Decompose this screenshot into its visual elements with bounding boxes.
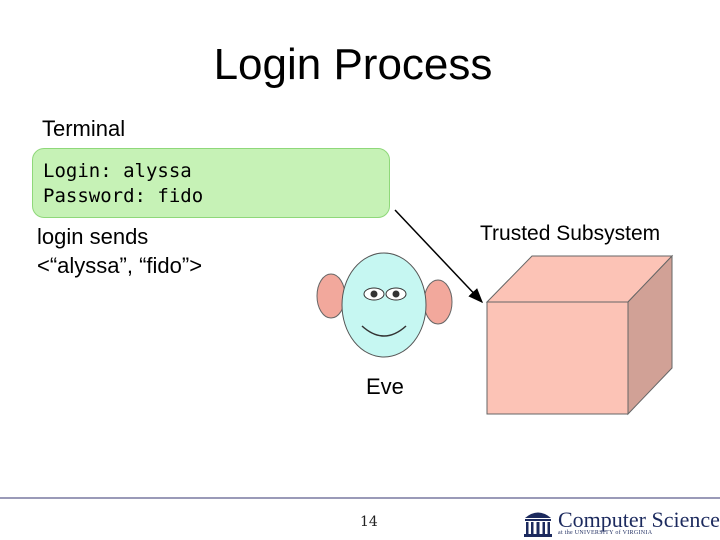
- eve-left-pupil: [370, 290, 378, 298]
- eve-label: Eve: [366, 374, 404, 399]
- eve-left-ear: [316, 273, 346, 319]
- logo-subtitle: at the UNIVERSITY of VIRGINIA: [558, 530, 653, 536]
- computer-science-logo: Computer Science at the UNIVERSITY of VI…: [522, 506, 720, 538]
- eve-face: [341, 252, 427, 358]
- page-number: 14: [360, 514, 378, 530]
- cube-front: [486, 301, 629, 415]
- terminal-label: Terminal: [42, 116, 126, 141]
- slide-title: Login Process: [213, 40, 493, 89]
- rotunda-icon: [524, 512, 552, 537]
- trusted-subsystem-label: Trusted Subsystem: [480, 222, 661, 245]
- eve-right-ear: [423, 279, 453, 325]
- eve-smile: [361, 325, 407, 337]
- terminal-window: Login: alyssa Password: fido: [32, 148, 390, 218]
- login-sends-line-2: <“alyssa”, “fido”>: [37, 253, 203, 278]
- footer-divider: [0, 497, 720, 499]
- login-sends-text: login sends <“alyssa”, “fido”>: [37, 222, 202, 280]
- arrow-to-subsystem: [394, 209, 484, 304]
- eve-right-pupil: [392, 290, 400, 298]
- logo-title: Computer Science: [558, 507, 720, 532]
- terminal-login-line: Login: alyssa: [43, 160, 192, 182]
- terminal-password-line: Password: fido: [43, 185, 204, 207]
- login-sends-line-1: login sends: [37, 224, 149, 249]
